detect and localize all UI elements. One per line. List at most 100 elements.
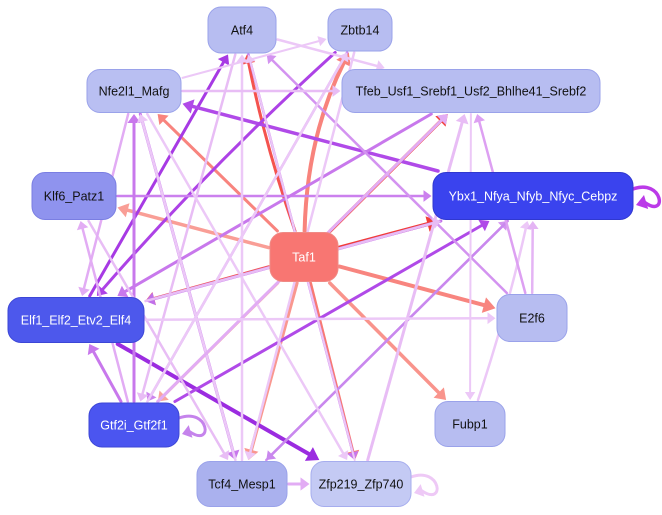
edge-elf1-atf4: [88, 60, 225, 298]
edge-elf1-e2f6: [144, 316, 489, 321]
edge-e2f6-ybx1: [530, 227, 534, 295]
edge-arrowhead: [244, 450, 256, 460]
edge-ybx1-ybx1: [631, 185, 661, 209]
node-label: Nfe2l1_Mafg: [99, 85, 170, 99]
node-shape[interactable]: [327, 8, 393, 52]
node-label: Ybx1_Nfya_Nfyb_Nfyc_Cebpz: [449, 190, 618, 204]
edge-gtf2i-ybx1: [173, 224, 484, 403]
node-label: Taf1: [292, 251, 316, 265]
node-shape[interactable]: [7, 297, 145, 343]
node-ybx1[interactable]: Ybx1_Nfya_Nfyb_Nfyc_Cebpz: [432, 172, 634, 220]
edge-elf1-zfp219: [115, 342, 311, 456]
edge-taf1-fubp1: [328, 281, 441, 395]
node-label: Klf6_Patz1: [44, 190, 105, 204]
node-shape[interactable]: [88, 402, 180, 448]
node-shape[interactable]: [434, 401, 506, 447]
edge-arrowhead: [317, 36, 327, 47]
edge-klf6-tcf4: [87, 219, 226, 455]
node-shape[interactable]: [269, 232, 339, 282]
node-shape[interactable]: [86, 69, 182, 113]
edge-arrowhead: [304, 447, 320, 461]
edge-arrowhead: [478, 219, 490, 232]
edge-atf4-tfeb: [276, 38, 379, 68]
node-fubp1[interactable]: Fubp1: [434, 401, 506, 447]
node-gtf2i[interactable]: Gtf2i_Gtf2f1: [88, 402, 180, 448]
node-shape[interactable]: [207, 6, 277, 54]
node-tcf4[interactable]: Tcf4_Mesp1: [196, 461, 288, 507]
edge-arrowhead: [217, 54, 230, 66]
node-label: E2f6: [519, 312, 545, 326]
node-elf1[interactable]: Elf1_Elf2_Etv2_Elf4: [7, 297, 145, 343]
edge-taf1-zbtb14: [302, 61, 346, 233]
edge-arrowhead: [423, 190, 432, 202]
node-shape[interactable]: [496, 294, 568, 342]
edge-arrowhead: [218, 450, 230, 460]
edge-tfeb-fubp1: [469, 113, 472, 393]
edge-arrowhead: [300, 477, 310, 491]
edge-arrowhead: [481, 297, 496, 313]
node-klf6[interactable]: Klf6_Patz1: [31, 172, 117, 220]
node-label: Tcf4_Mesp1: [208, 478, 275, 492]
edge-atf4-gtf2i: [141, 53, 237, 396]
edge-zbtb14-elf1: [101, 51, 337, 291]
node-e2f6[interactable]: E2f6: [496, 294, 568, 342]
edge-arrowhead: [338, 450, 349, 460]
node-zfp219[interactable]: Zfp219_Zfp740: [310, 461, 412, 507]
node-zbtb14[interactable]: Zbtb14: [327, 8, 393, 52]
node-label: Atf4: [231, 24, 253, 38]
edge-arrowhead: [375, 60, 385, 72]
edge-arrowhead: [127, 114, 141, 123]
edge-arrowhead: [76, 221, 89, 231]
edge-gtf2i-elf1: [92, 350, 123, 403]
node-nfe2l1[interactable]: Nfe2l1_Mafg: [86, 69, 182, 113]
node-shape[interactable]: [432, 172, 634, 220]
edge-e2f6-atf4: [271, 58, 509, 295]
edge-arrowhead: [464, 392, 476, 400]
edge-arrowhead: [182, 99, 195, 114]
edge-taf1-e2f6: [337, 264, 486, 308]
edge-arrowhead: [117, 203, 130, 218]
edge-arrowhead: [473, 114, 485, 124]
node-label: Zfp219_Zfp740: [319, 478, 404, 492]
node-shape[interactable]: [31, 172, 117, 220]
node-taf1[interactable]: Taf1: [269, 232, 339, 282]
edge-gtf2i-zbtb14: [146, 58, 345, 403]
edge-zfp219-zfp219: [409, 473, 439, 497]
edge-arrowhead: [431, 217, 441, 229]
edge-arrowhead: [136, 114, 149, 124]
edge-arrowhead: [436, 114, 448, 125]
edge-arrowhead: [136, 392, 149, 402]
edge-arrowhead: [117, 285, 129, 298]
edge-arrowhead: [182, 425, 193, 438]
edge-ybx1-nfe2l1: [190, 104, 440, 173]
edge-arrowhead: [487, 312, 496, 325]
edge-arrowhead: [455, 114, 469, 125]
edge-arrowhead: [157, 114, 169, 125]
node-tfeb[interactable]: Tfeb_Usf1_Srebf1_Usf2_Bhlhe41_Srebf2: [341, 69, 601, 113]
edge-tfeb-elf1: [123, 112, 433, 293]
edge-arrowhead: [636, 195, 649, 209]
edge-nfe2l1-zfp219: [146, 112, 345, 455]
edge-arrowhead: [433, 387, 447, 400]
node-label: Zbtb14: [341, 24, 380, 38]
node-label: Elf1_Elf2_Etv2_Elf4: [21, 314, 132, 328]
edge-taf1-klf6: [125, 208, 271, 250]
node-shape[interactable]: [341, 69, 601, 113]
edge-gtf2i-gtf2i: [177, 414, 207, 438]
edge-arrowhead: [87, 344, 100, 356]
node-shape[interactable]: [310, 461, 412, 507]
edge-arrowhead: [266, 54, 277, 65]
node-label: Gtf2i_Gtf2f1: [100, 419, 167, 433]
node-label: Fubp1: [452, 418, 487, 432]
node-label: Tfeb_Usf1_Srebf1_Usf2_Bhlhe41_Srebf2: [356, 85, 587, 99]
edge-arrowhead: [526, 221, 539, 229]
edge-tcf4-nfe2l1: [141, 120, 237, 462]
edge-ybx1-tcf4: [270, 219, 509, 456]
edge-nfe2l1-zbtb14: [181, 40, 320, 79]
node-atf4[interactable]: Atf4: [207, 6, 277, 54]
node-shape[interactable]: [196, 461, 288, 507]
edge-arrowhead: [414, 484, 425, 497]
